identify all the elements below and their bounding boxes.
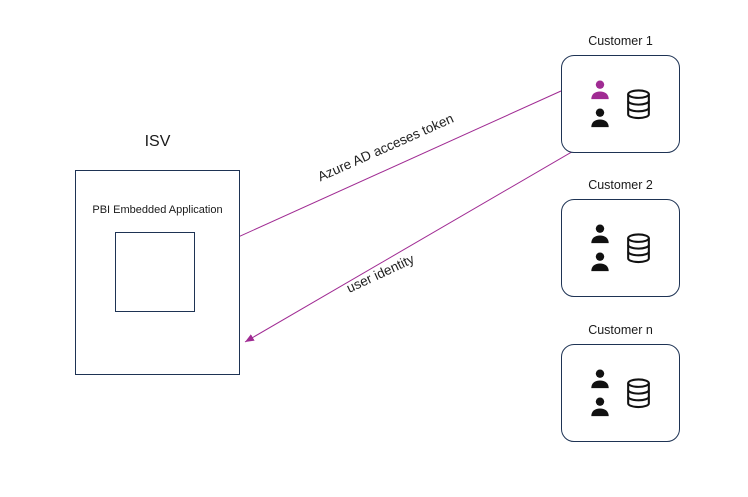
customer-n-group: Customer n xyxy=(561,323,680,442)
user-icon xyxy=(589,223,611,245)
embedded-frame xyxy=(115,232,195,312)
isv-title: ISV xyxy=(144,133,171,150)
isv-box: PBI Embedded Application xyxy=(75,170,240,375)
user-icon-highlighted xyxy=(589,79,611,101)
database-icon xyxy=(625,377,652,409)
user-icon xyxy=(589,368,611,390)
customer-2-group: Customer 2 xyxy=(561,178,680,297)
user-icon xyxy=(589,396,611,418)
database-icon xyxy=(625,232,652,264)
database-icon xyxy=(625,88,652,120)
azure-token-arrow xyxy=(204,90,562,253)
customer-2-label: Customer 2 xyxy=(588,178,653,192)
customer-2-users xyxy=(589,223,611,273)
customer-n-box xyxy=(561,344,680,442)
pbi-app-label: PBI Embedded Application xyxy=(92,204,223,216)
customer-n-label: Customer n xyxy=(588,323,653,337)
customer-n-users xyxy=(589,368,611,418)
customer-1-group: Customer 1 xyxy=(561,34,680,153)
customer-1-users xyxy=(589,79,611,129)
customer-1-label: Customer 1 xyxy=(588,34,653,48)
user-icon xyxy=(589,251,611,273)
user-identity-label: user identity xyxy=(344,251,417,296)
customer-1-box xyxy=(561,55,680,153)
customer-2-box xyxy=(561,199,680,297)
azure-token-label: Azure AD acceses token xyxy=(315,110,456,185)
user-icon xyxy=(589,107,611,129)
